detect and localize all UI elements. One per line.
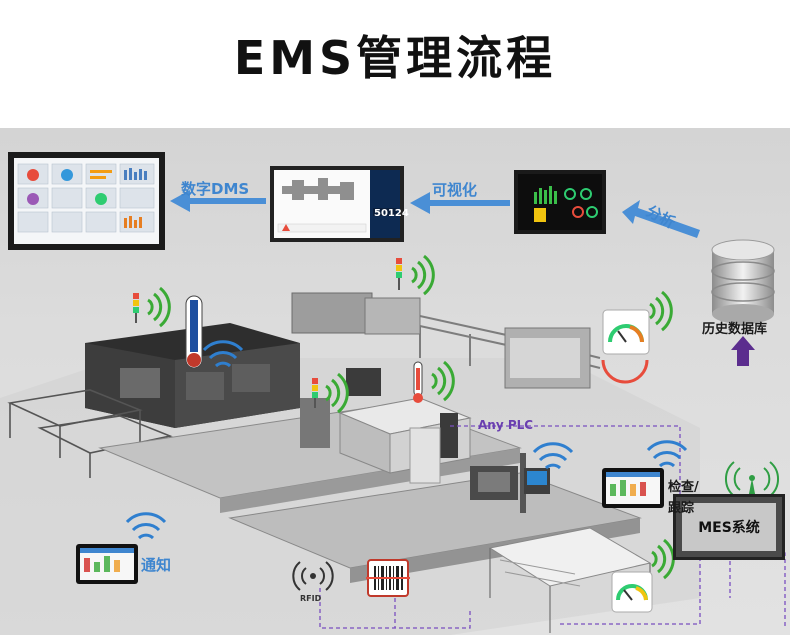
gauge-icon [601, 359, 649, 384]
process-monitor [270, 166, 404, 242]
mes-system-label: MES系统 [682, 503, 776, 551]
output-table [488, 527, 652, 633]
label-any-plc: Any PLC [478, 418, 534, 432]
barcode-icon [366, 559, 410, 597]
label-track: 跟踪 [668, 501, 695, 516]
counter-readout: 50124 [374, 208, 409, 219]
wifi-icon [325, 372, 349, 414]
wifi-icon [431, 360, 455, 402]
wifi-icon [649, 290, 673, 332]
tablet-icon [76, 544, 138, 584]
page-title: EMS管理流程 [233, 31, 557, 85]
scene-graphics [0, 152, 786, 635]
wifi-icon [411, 254, 435, 296]
gauge-icon [602, 309, 650, 355]
mes-system-box: MES系统 [673, 494, 785, 560]
tower-light-icon [312, 378, 318, 408]
arrow-to-dms [170, 190, 266, 212]
test-stations [300, 368, 472, 484]
wifi-icon [532, 442, 574, 470]
wifi-icon [202, 340, 244, 368]
arrow-to-visualize [410, 192, 510, 214]
thermometer-icon [413, 361, 423, 403]
factory-scene: 50124 数字DMS 可视化 分析 历史数据库 MES系统 Any PLC 检… [0, 128, 790, 635]
label-history-db: 历史数据库 [702, 322, 768, 337]
kpi-monitor [514, 170, 606, 234]
wifi-icon [125, 512, 167, 540]
machine-frames [291, 292, 591, 389]
label-check: 检查/ [668, 480, 699, 495]
label-notify: 通知 [141, 556, 172, 574]
tower-light-icon [396, 258, 402, 290]
database-icon [711, 239, 775, 324]
arrow-to-analyze [622, 200, 700, 238]
rfid-icon [292, 561, 334, 591]
tablet-icon [602, 468, 664, 508]
label-visualize: 可视化 [432, 181, 478, 199]
thermometer-icon [185, 295, 203, 369]
label-digital-dms: 数字DMS [181, 180, 250, 198]
wifi-icon [147, 286, 171, 328]
assembly-cell [85, 323, 300, 428]
db-arrow-up-icon [731, 336, 755, 366]
gauge-icon [611, 571, 653, 613]
tower-light-icon [133, 293, 139, 323]
robot-station [470, 453, 550, 513]
label-rfid: RFID [300, 594, 322, 603]
wifi-icon [646, 440, 688, 468]
dashboard-monitor [8, 152, 165, 250]
